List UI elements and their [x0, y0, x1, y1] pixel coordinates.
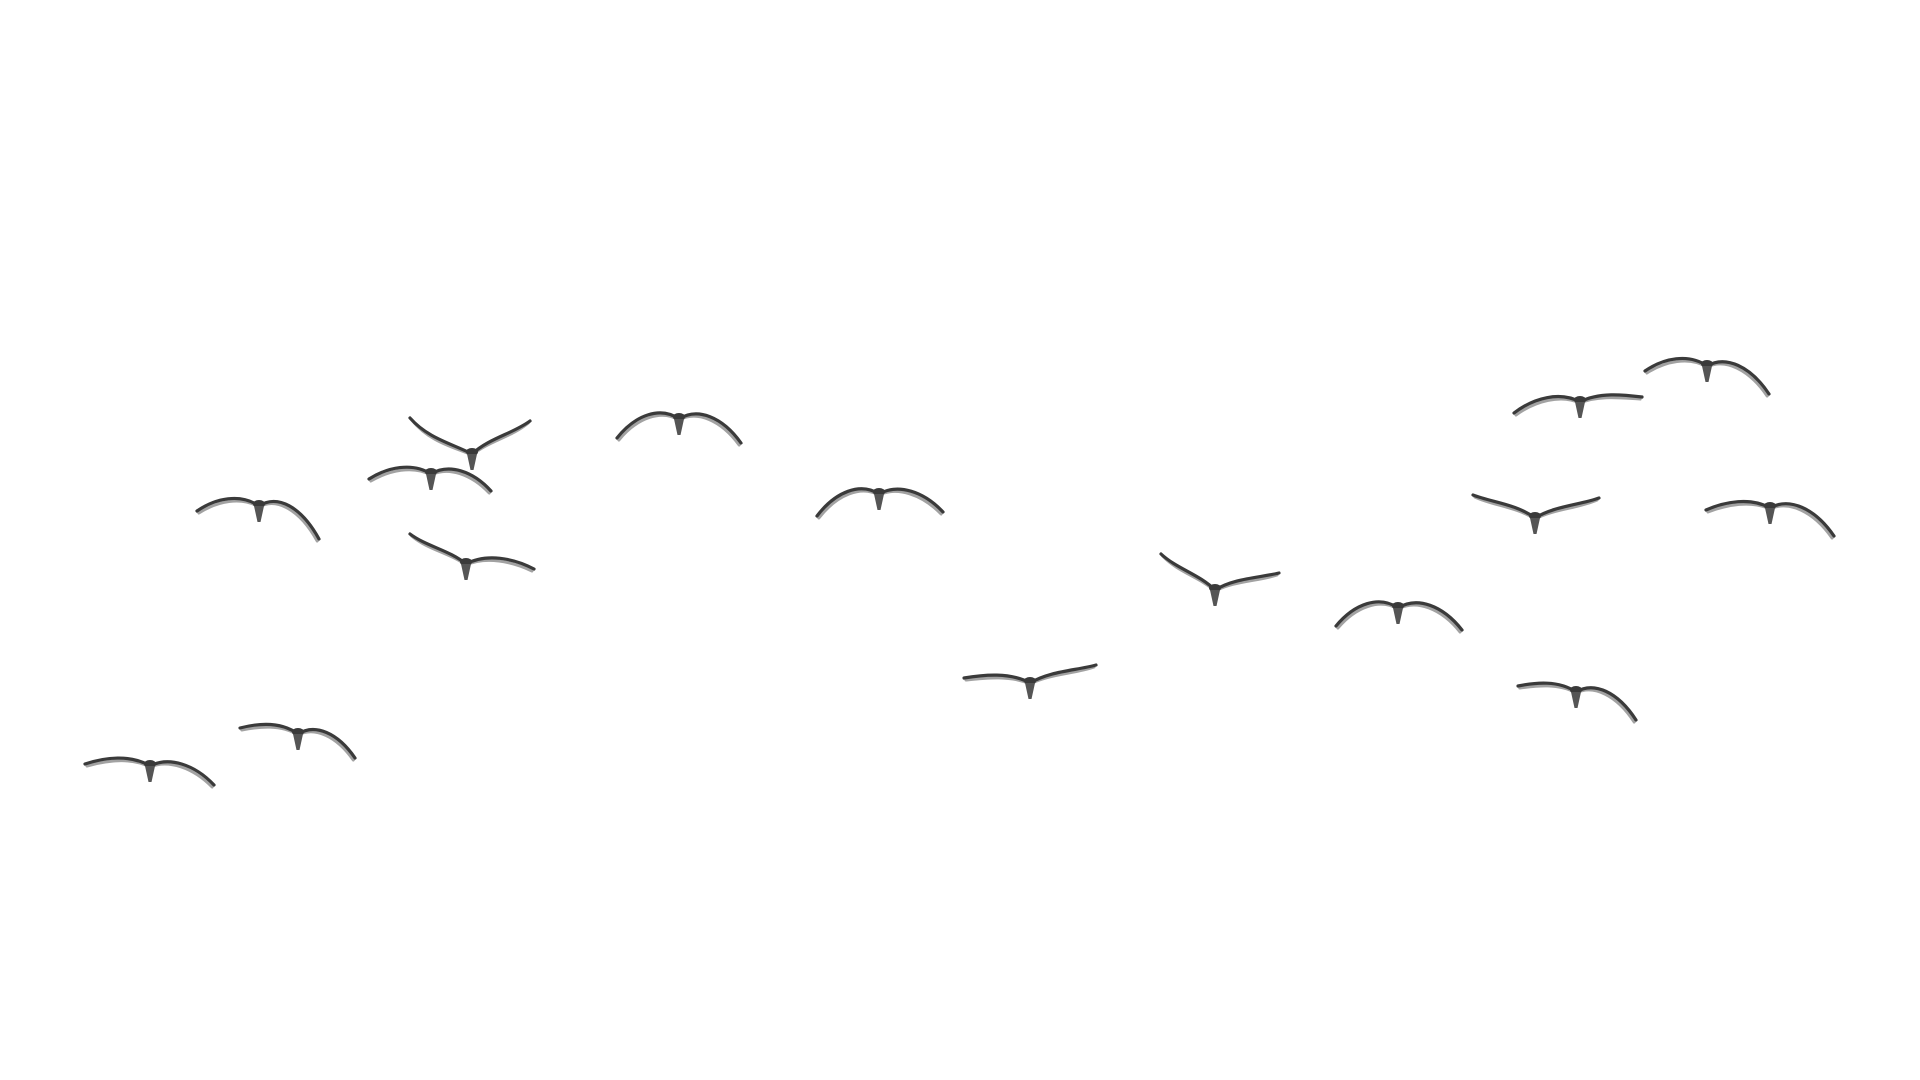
bird-3: [195, 496, 321, 543]
bird-9: [962, 663, 1098, 699]
bird-6: [408, 532, 536, 580]
bird-body: [874, 494, 884, 510]
bird-flock: [83, 356, 1836, 789]
bird-4: [367, 465, 493, 495]
bird-body: [1702, 366, 1712, 382]
bird-10: [1159, 552, 1281, 606]
bird-7: [615, 411, 743, 447]
bird-13: [1471, 493, 1601, 534]
bird-body: [1765, 508, 1775, 524]
bird-body: [674, 419, 684, 435]
bird-body: [461, 564, 471, 580]
bird-body: [1025, 683, 1035, 699]
bird-15: [1643, 356, 1771, 398]
bird-body: [1530, 518, 1540, 534]
bird-body: [1393, 608, 1403, 624]
bird-body: [145, 766, 155, 782]
bird-body: [1575, 402, 1585, 418]
bird-11: [1334, 600, 1464, 634]
bird-5: [408, 416, 532, 470]
bird-14: [1512, 393, 1644, 418]
bird-16: [1704, 499, 1836, 540]
bird-body: [1571, 692, 1581, 708]
bird-12: [1516, 681, 1638, 724]
bird-body: [467, 454, 477, 470]
bird-body: [293, 734, 303, 750]
bird-right-wing: [1396, 601, 1464, 632]
bird-body: [254, 506, 264, 522]
bird-1: [83, 756, 216, 789]
bird-body: [426, 474, 436, 490]
bird-body: [1210, 590, 1220, 606]
bird-8: [815, 487, 945, 520]
bird-right-wing: [1768, 502, 1836, 538]
bird-2: [238, 722, 357, 762]
